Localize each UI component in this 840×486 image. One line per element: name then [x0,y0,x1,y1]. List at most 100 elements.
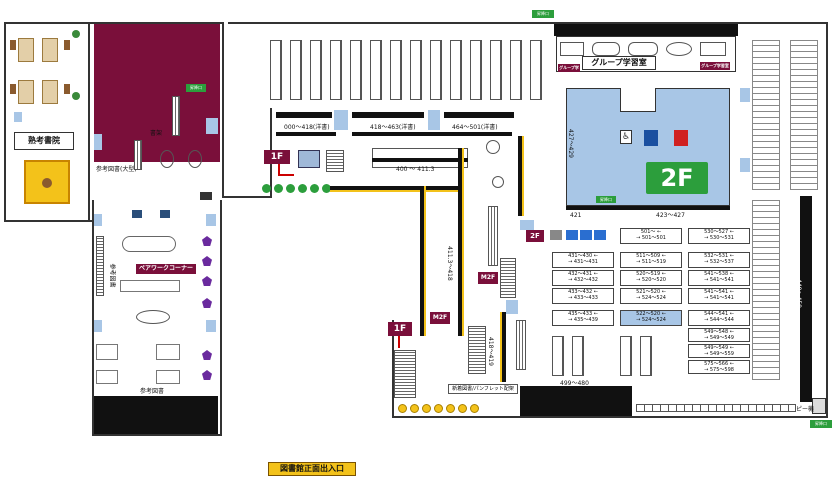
floor-m2f-marker: M2F [478,272,498,284]
shelf-western-2 [352,112,424,118]
pc-monitor-icon [160,210,170,218]
wall-reading-room-bottom [4,220,94,222]
seat-yellow-icon [434,404,443,413]
group-study-room-label: グループ学習室 [591,58,647,67]
reading-room-round-table [42,178,52,188]
seat-yellow-icon [422,404,431,413]
female-restroom-icon [674,130,688,146]
inner-wall-stair-divider [392,320,394,418]
reading-room-chair [10,84,16,94]
outer-wall-bottom-right [392,416,828,418]
shelf-bottom-dark [520,386,632,416]
shelf-range-label: → 524〜524 [636,295,666,301]
desk-cluster-right [752,200,780,380]
inner-wall-left-lower [220,200,222,436]
window-panel [206,214,216,226]
shelf-western-1 [276,112,332,118]
reading-room-table-3 [42,38,58,62]
desk-row-bottom [640,336,652,376]
shelf-vertical-dark [500,312,506,382]
shelf-range-label: → 435〜439 [568,317,598,323]
shelf-western-3 [444,112,514,118]
shelf-range-label: → 541〜541 [704,295,734,301]
study-desk-row [530,40,542,100]
shelf-range-label: → 524〜524 [636,317,666,323]
seat-green-icon [310,184,319,193]
shelf-range-label: → 549〜549 [704,335,734,341]
oval-table [136,310,170,324]
shelf-range: 541〜538 ←→ 541〜541 [688,270,750,286]
desk-group [156,344,180,360]
shelf-range-label: 432〜431 ← [568,271,598,277]
floor-1f-marker-top: 1F [264,150,290,164]
reading-room-chair [10,40,16,50]
male-restroom-icon [644,130,658,146]
arrow-icon [278,174,294,176]
reading-room-table-4 [42,80,58,104]
range-000-418: 000〜418(洋書) [284,124,330,131]
elevator-tag: 昇降口 [596,196,616,203]
reference-shelf-left [96,236,104,296]
study-desk-row [330,40,342,100]
study-desk-row [370,40,382,100]
bookshelf-vertical [516,320,526,370]
shelf-range-label: 549〜549 ← [704,345,734,351]
range-464-501: 464〜501(洋書) [452,124,498,131]
bookstand-label: 書架 [150,130,163,137]
seat-green-icon [274,184,283,193]
desk-row-bottom [572,336,584,376]
shelf-range-label: → 544〜544 [704,317,734,323]
shelf-range: 541〜541 ←→ 541〜541 [688,288,750,304]
range-418-419: 418〜419 [486,337,494,366]
meeting-table [122,236,176,252]
shelf-range: 521〜520 ←→ 524〜524 [620,288,682,304]
reading-room-sign: 熟考書院 [14,132,74,150]
shelf-right-tall [800,196,812,402]
inner-wall-mid-top [222,22,224,198]
shelf-range-label: → 532〜537 [704,259,734,265]
seat-green-icon [286,184,295,193]
shelf-range-label: → 433〜433 [568,295,598,301]
wide-bookshelf-bottom [636,404,796,412]
desk-group [156,370,180,384]
staircase [468,326,486,374]
main-entrance-label: 図書館正面出入口 [280,464,344,473]
study-desk-row [430,40,442,100]
staircase [326,150,344,172]
seat-yellow-icon [470,404,479,413]
new-books-label: 新着図書/パンフレット配架 [452,386,514,392]
floor-2f-badge: 2F [646,162,708,194]
study-desk-row [290,40,302,100]
core-notch [620,88,656,112]
bookshelf-vertical [172,96,180,136]
shelf-range: 511〜509 ←→ 511〜519 [620,252,682,268]
range-427-429: 427〜429 [566,129,574,158]
main-entrance-sign[interactable]: 図書館正面出入口 [268,462,356,476]
seat-green-icon [298,184,307,193]
reading-chair [188,150,202,168]
group-study-room-sign: グループ学習室 [582,56,656,70]
desk-row-bottom [620,336,632,376]
desk-row-bottom [552,336,564,376]
desk-group [96,370,118,384]
shelf-range-label: 431〜430 ← [568,253,598,259]
shelf-range: 575〜566 ←→ 575〜598 [688,360,750,374]
shelf-range: 431〜430 ←→ 431〜431 [552,252,614,268]
range-449-458: 449〜458 [794,279,802,308]
shelf-range-label: → 432〜432 [568,277,598,283]
shelf-horizontal [276,132,336,136]
reference-collection-area [94,24,220,162]
pc-monitor-icon [566,230,578,240]
shelf-dark [372,158,468,162]
floor-2f-small-tag: 2F [526,230,544,242]
floor-1f-marker-bottom: 1F [388,322,412,336]
restroom-icon [298,150,320,168]
desk-cluster-right [752,40,780,190]
shelf-range-label: 511〜509 ← [636,253,666,259]
study-desk-row [350,40,362,100]
shelf-vertical-dark [518,136,524,216]
study-desk-row [410,40,422,100]
shelf-range-label: → 501〜501 [636,235,666,241]
shelf-range-label: 433〜432 ← [568,289,598,295]
shelf-range-label: 435〜433 ← [568,311,598,317]
